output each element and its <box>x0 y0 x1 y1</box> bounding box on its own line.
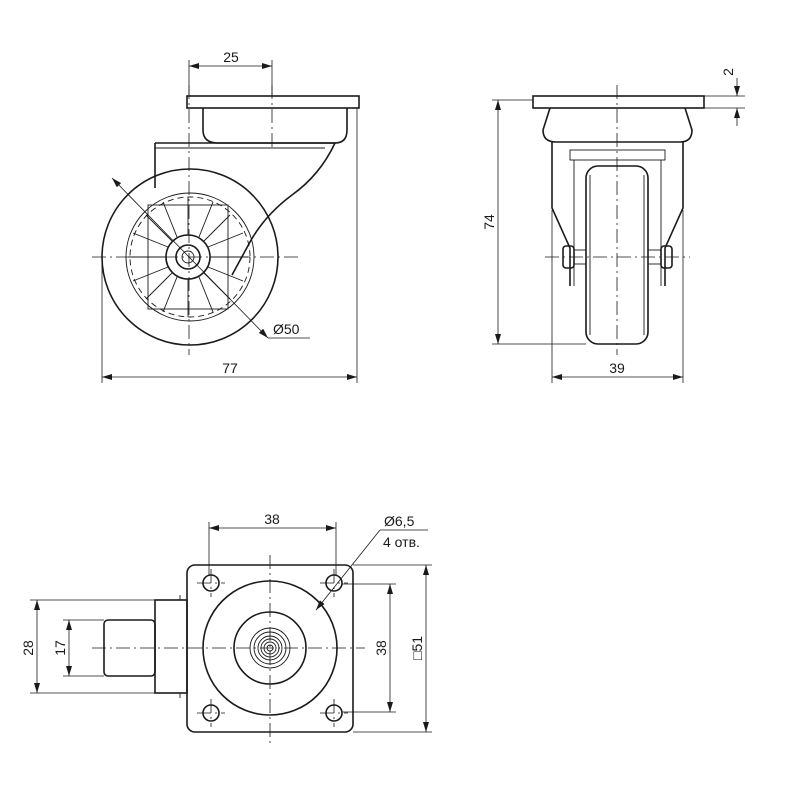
front-fork <box>551 142 684 286</box>
dim-label-39: 39 <box>609 360 625 376</box>
dim-label-28: 28 <box>20 640 36 656</box>
dim-label-74: 74 <box>481 214 497 230</box>
dim-label-77: 77 <box>222 360 238 376</box>
dim-label-d50: Ø50 <box>273 321 300 337</box>
dim-label-38-v: 38 <box>373 640 389 656</box>
front-swivel-housing <box>542 107 693 143</box>
side-top-plate <box>186 95 360 109</box>
dim-label-hole-count: 4 отв. <box>383 534 420 550</box>
leader-hole-diameter <box>315 529 381 611</box>
plan-fork-outline <box>154 599 188 694</box>
dim-label-2: 2 <box>720 68 736 76</box>
front-fork-inner <box>569 149 666 161</box>
front-view: 74 39 2 <box>481 68 745 383</box>
side-swivel-housing <box>202 108 348 144</box>
plan-view: 38 Ø6,5 4 отв. 38 □51 28 17 <box>20 511 432 745</box>
dim-label-51: □51 <box>409 636 425 660</box>
dim-label-38-h: 38 <box>264 511 280 527</box>
front-top-plate <box>532 95 705 109</box>
dim-label-17: 17 <box>52 640 68 656</box>
dim-label-hole-diameter: Ø6,5 <box>384 513 415 529</box>
dim-line-d50 <box>111 177 269 339</box>
side-view: 25 77 Ø50 <box>92 49 360 383</box>
dim-label-25: 25 <box>223 49 239 65</box>
